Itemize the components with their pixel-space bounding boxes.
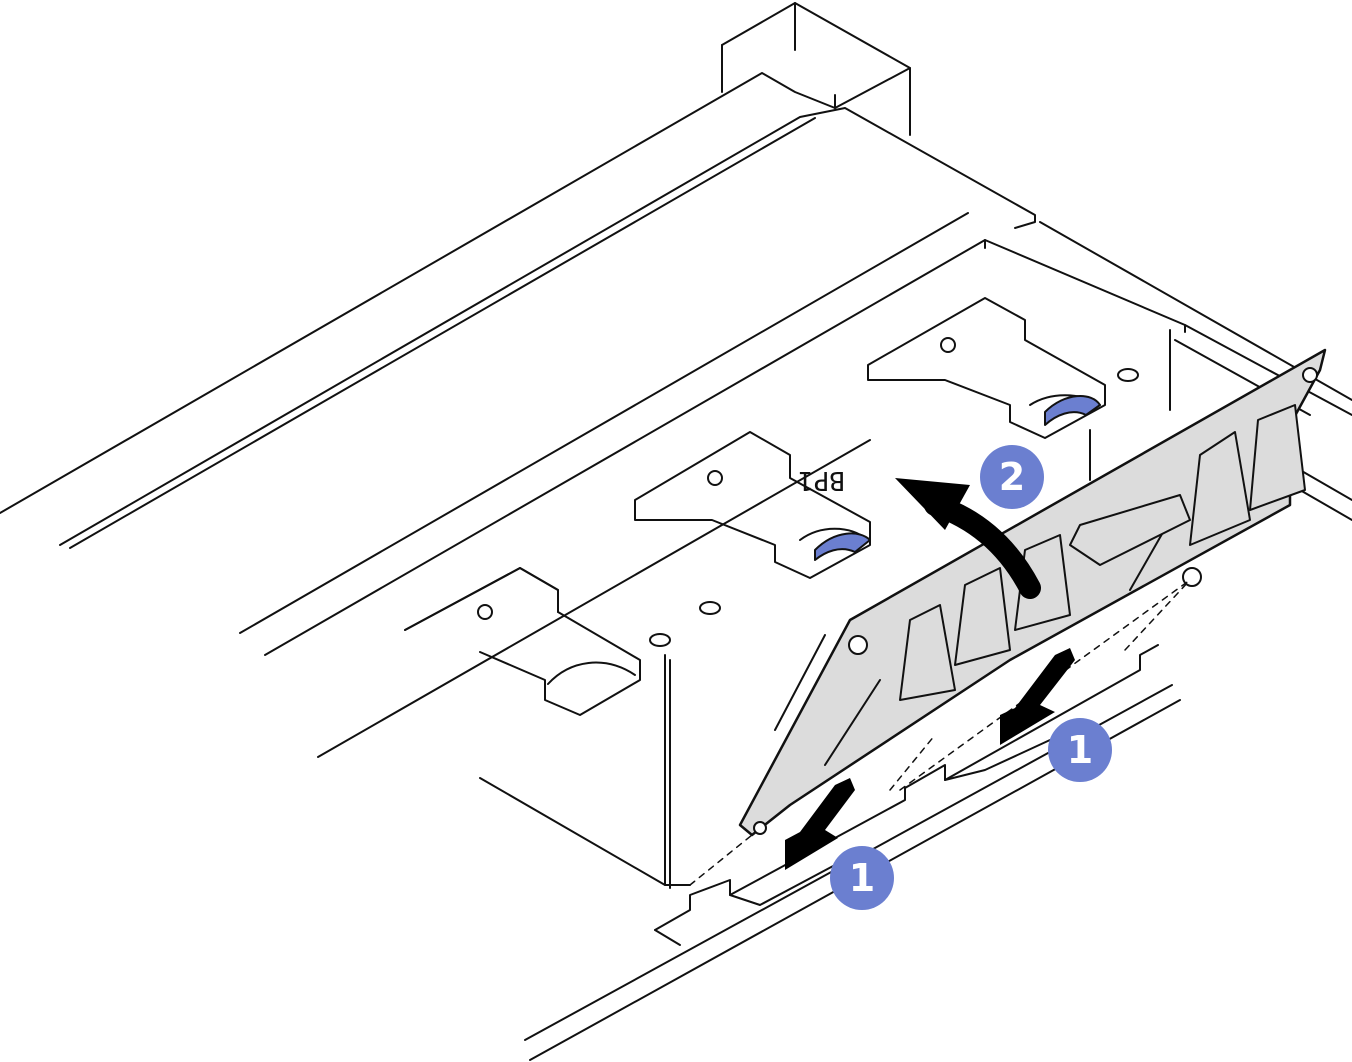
latch-3 [867,297,1106,439]
step-2-arrow [895,478,1041,599]
guide-lines [689,579,1191,886]
top-bracket [721,2,911,136]
step-2-callout: 2 [980,445,1044,509]
guide-pins [649,368,1139,647]
latch-2 [634,431,871,579]
bp1-label: BP1 [798,465,845,495]
step-1-callout-left: 1 [830,846,894,910]
latch-1 [404,567,641,716]
board-connectors [899,404,1306,701]
step-1-arrows [785,648,1075,870]
step-1-callout-right: 1 [1048,718,1112,782]
latch-tabs [814,394,1101,561]
bottom-tabs [654,644,1159,946]
